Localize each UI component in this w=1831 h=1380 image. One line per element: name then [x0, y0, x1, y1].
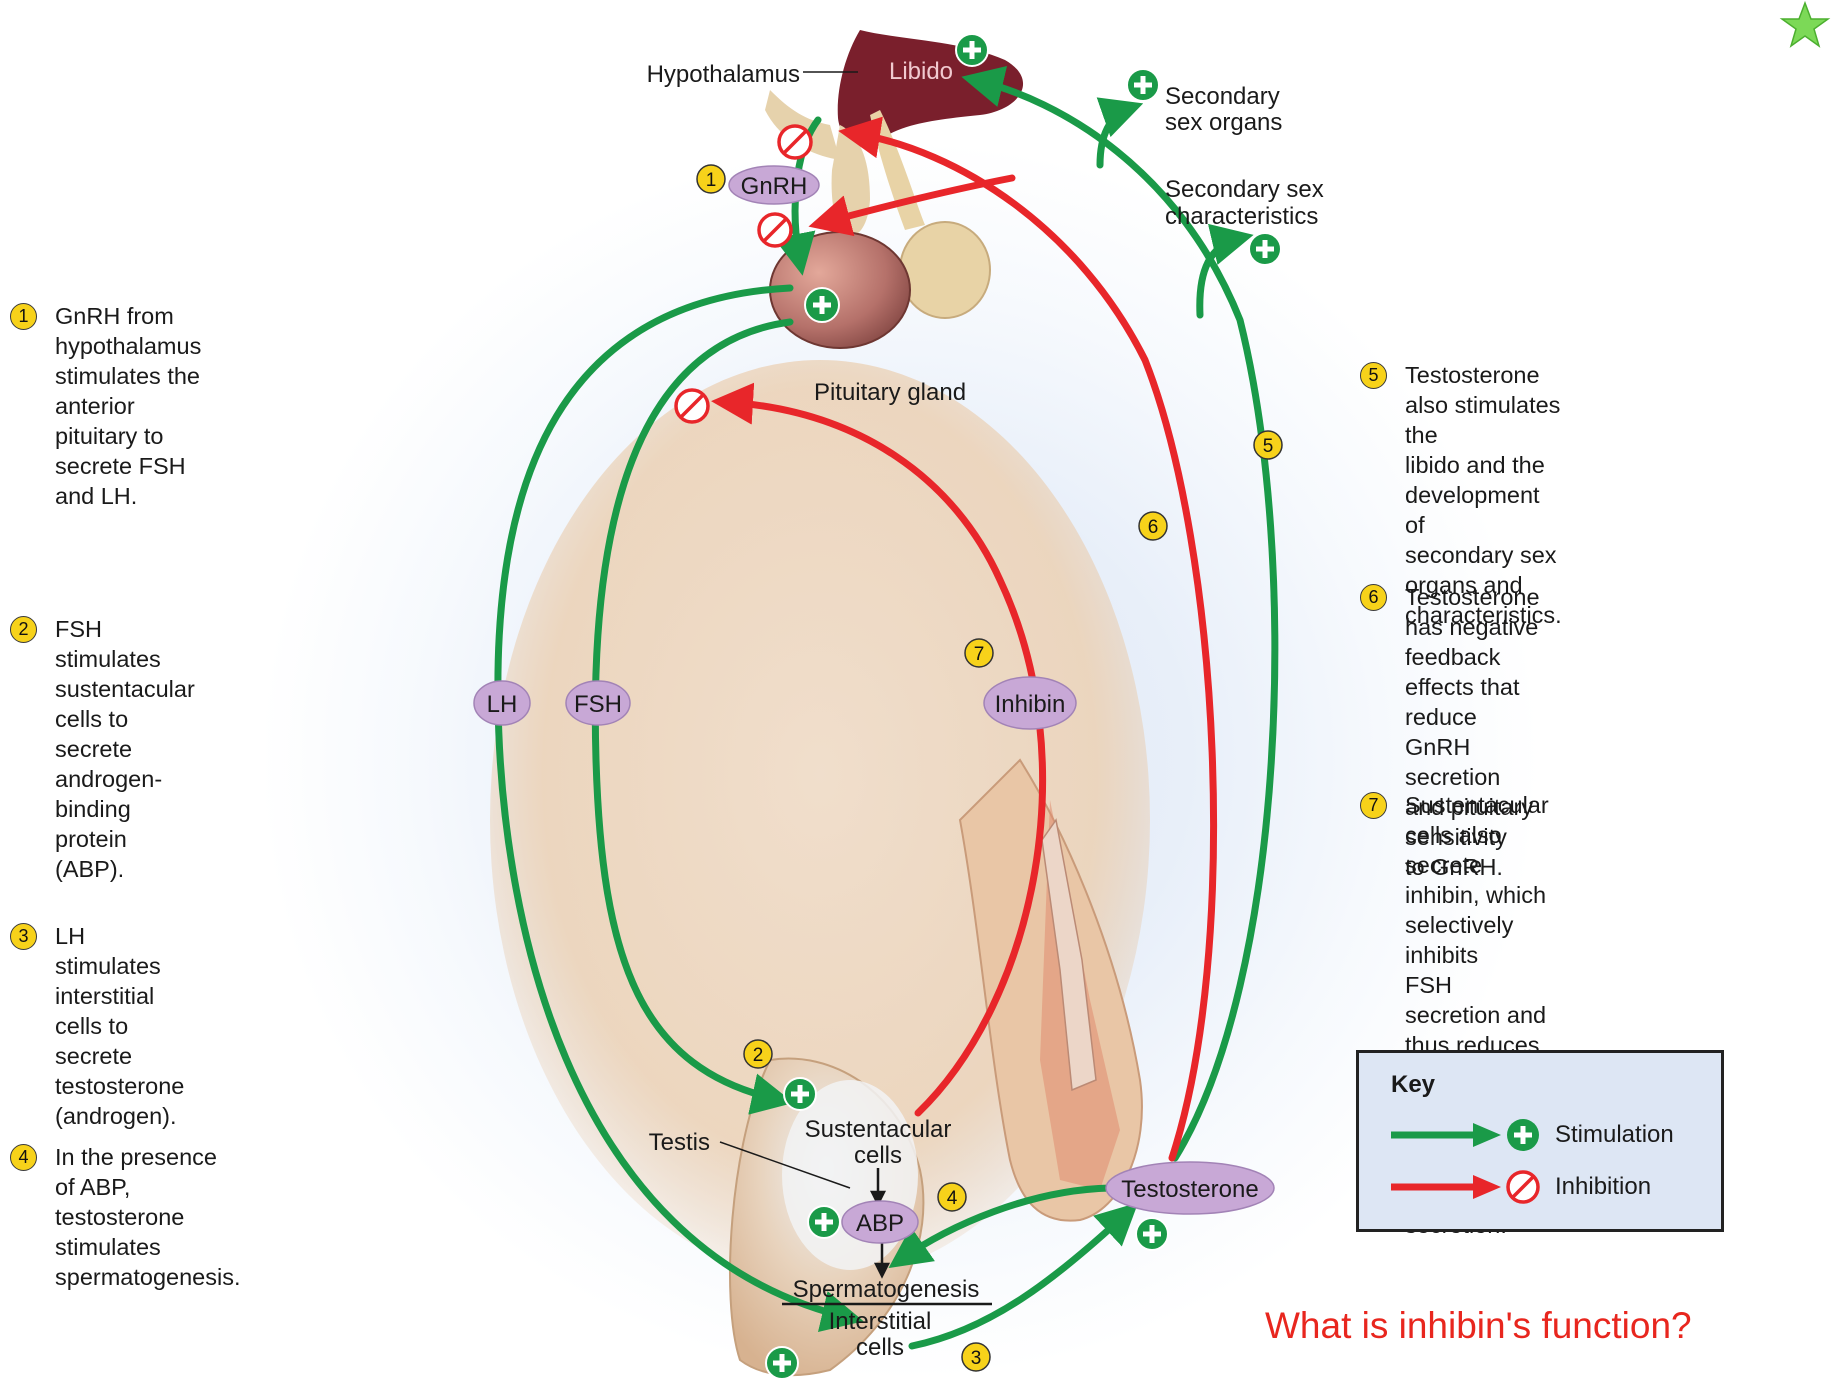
svg-text:1: 1: [706, 170, 717, 191]
secondary-characteristics-label-line2: characteristics: [1165, 203, 1318, 230]
svg-text:6: 6: [1148, 517, 1159, 538]
step-6-badge: 6: [1360, 584, 1387, 611]
no-symbol-icon: [759, 214, 791, 246]
gnrh-label: GnRH: [741, 173, 808, 200]
testis-label: Testis: [649, 1129, 710, 1156]
interstitial-label-line2: cells: [856, 1334, 904, 1361]
sustentacular-label-line2: cells: [854, 1142, 902, 1169]
plus-circle-icon: [1127, 69, 1159, 101]
pituitary-posterior: [900, 222, 990, 318]
star-icon[interactable]: [1779, 0, 1831, 52]
stimulation-key-symbol: [1391, 1115, 1541, 1155]
step-4-text: In the presence of ABP, testosterone sti…: [55, 1142, 241, 1292]
no-symbol-icon: [676, 390, 708, 422]
key-title: Key: [1391, 1071, 1435, 1099]
marker-6: 6: [1139, 512, 1167, 540]
inhibition-key-symbol: [1391, 1167, 1541, 1207]
inhibin-label: Inhibin: [995, 691, 1066, 718]
plus-circle-icon: [784, 1078, 816, 1110]
plus-circle-icon: [808, 1206, 840, 1238]
step-1-badge: 1: [10, 303, 37, 330]
svg-text:7: 7: [974, 644, 985, 665]
secondary-organs-label-line2: sex organs: [1165, 109, 1282, 136]
marker-7: 7: [965, 639, 993, 667]
inhibition-key-label: Inhibition: [1555, 1173, 1651, 1201]
plus-circle-icon: [1507, 1119, 1539, 1151]
step-3-text: LH stimulates interstitial cells to secr…: [55, 921, 184, 1131]
stimulation-key-label: Stimulation: [1555, 1121, 1674, 1149]
marker-5: 5: [1254, 431, 1282, 459]
step-2-badge: 2: [10, 616, 37, 643]
svg-text:2: 2: [753, 1045, 764, 1066]
pituitary-label: Pituitary gland: [814, 379, 966, 406]
marker-3: 3: [962, 1343, 990, 1371]
question-prompt: What is inhibin's function?: [1265, 1305, 1692, 1347]
step-1-text: GnRH from hypothalamus stimulates the an…: [55, 301, 201, 511]
libido-label: Libido: [889, 58, 953, 85]
legend-key: Key Stimulation Inhibition: [1356, 1050, 1724, 1232]
svg-text:4: 4: [947, 1188, 958, 1209]
secondary-characteristics-label-line1: Secondary sex: [1165, 176, 1324, 203]
interstitial-label-line1: Interstitial: [829, 1308, 932, 1335]
abp-label: ABP: [856, 1210, 904, 1237]
step-5-badge: 5: [1360, 362, 1387, 389]
svg-text:3: 3: [971, 1348, 982, 1369]
hypothalamus-label: Hypothalamus: [647, 61, 800, 88]
testosterone-label: Testosterone: [1121, 1176, 1258, 1203]
sustentacular-label-line1: Sustentacular: [805, 1116, 952, 1143]
fsh-label: FSH: [574, 691, 622, 718]
step-7-badge: 7: [1360, 792, 1387, 819]
secondary-organs-label-line1: Secondary: [1165, 83, 1280, 110]
plus-circle-icon: [1249, 233, 1281, 265]
step-3-badge: 3: [10, 923, 37, 950]
marker-1: 1: [697, 165, 725, 193]
plus-circle-icon: [1136, 1218, 1168, 1250]
plus-circle-icon: [956, 34, 988, 66]
plus-circle-icon: [766, 1347, 798, 1379]
no-symbol-icon: [1508, 1172, 1538, 1202]
svg-text:5: 5: [1263, 436, 1274, 457]
step-2-text: FSH stimulates sustentacular cells to se…: [55, 614, 195, 884]
spermatogenesis-label: Spermatogenesis: [793, 1276, 980, 1303]
step-4-badge: 4: [10, 1144, 37, 1171]
lh-label: LH: [487, 691, 518, 718]
marker-2: 2: [744, 1040, 772, 1068]
plus-circle-icon: [805, 288, 839, 322]
no-symbol-icon: [779, 126, 811, 158]
marker-4: 4: [938, 1183, 966, 1211]
